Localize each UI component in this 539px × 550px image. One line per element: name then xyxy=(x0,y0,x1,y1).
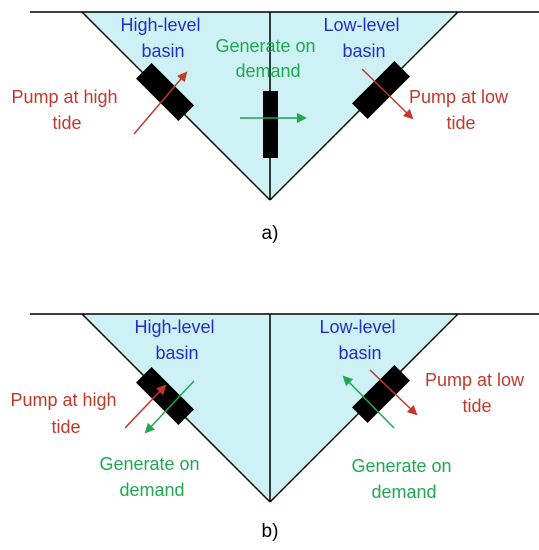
panel-b-pump-low-label: Pump at low tide xyxy=(425,370,529,416)
panel-b-pump-low-arrow xyxy=(369,369,418,416)
panel-a-pump-high-label: Pump at high tide xyxy=(11,87,122,133)
panel-a-pump-high-arrow xyxy=(133,71,188,135)
panel-a-generate-label: Generate on demand xyxy=(215,36,320,81)
panel-b-high-basin-label: High-level basin xyxy=(134,317,219,363)
panel-b-generate-right-label: Generate on demand xyxy=(351,456,456,502)
panel-b-left-gate xyxy=(136,367,194,425)
panel-a-right-gate xyxy=(352,61,410,119)
panel-a-pump-low-label: Pump at low tide xyxy=(409,87,513,133)
panel-a-label: a) xyxy=(262,223,279,244)
panel-a-left-gate xyxy=(136,63,194,121)
panel-b: High-level basin Low-level basin Pump at… xyxy=(10,313,539,542)
panel-a-low-basin-label: Low-level basin xyxy=(323,15,404,61)
panel-b-label: b) xyxy=(262,521,279,542)
panel-b-pump-high-label: Pump at high tide xyxy=(10,390,121,437)
panel-a-center-gate xyxy=(263,91,278,158)
panel-a-high-basin-label: High-level basin xyxy=(120,15,205,61)
panel-b-low-basin-label: Low-level basin xyxy=(319,317,400,363)
panel-b-generate-left-arrow xyxy=(144,380,195,434)
panel-b-generate-right-arrow xyxy=(342,375,395,429)
panel-a: High-level basin Low-level basin Generat… xyxy=(11,11,539,244)
panel-b-generate-left-label: Generate on demand xyxy=(99,454,204,500)
panel-b-pump-high-arrow xyxy=(124,384,167,429)
panel-a-pump-low-arrow xyxy=(361,68,414,120)
panel-b-right-gate xyxy=(352,365,410,423)
